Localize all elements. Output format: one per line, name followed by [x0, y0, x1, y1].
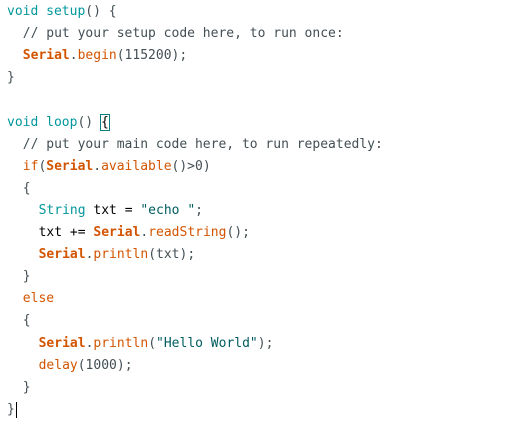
code-line[interactable]: txt += Serial.readString();: [7, 224, 250, 242]
code-line[interactable]: String txt = "echo ";: [7, 202, 203, 220]
code-token: txt =: [85, 203, 141, 218]
code-token: begin: [77, 48, 117, 63]
code-token: Serial: [93, 225, 141, 240]
code-token: }: [7, 70, 15, 85]
code-token: Serial: [46, 159, 94, 174]
code-token: "Hello World": [156, 336, 258, 351]
code-line[interactable]: if(Serial.available()>0): [7, 158, 211, 176]
code-token: // put your main code here, to run repea…: [22, 137, 383, 152]
code-line[interactable]: void setup() {: [7, 3, 117, 21]
code-token: ()>0): [171, 159, 211, 174]
code-line[interactable]: Serial.println(txt);: [7, 246, 196, 264]
code-token: println: [93, 247, 149, 262]
code-line[interactable]: void loop() {: [7, 114, 110, 132]
code-token: }: [22, 380, 31, 395]
code-token: }: [7, 402, 15, 417]
code-line[interactable]: {: [7, 180, 31, 198]
code-line[interactable]: // put your setup code here, to run once…: [7, 25, 344, 43]
code-line[interactable]: {: [7, 312, 31, 330]
code-line[interactable]: }: [7, 401, 17, 419]
code-token: println: [93, 336, 149, 351]
code-token: readString: [148, 225, 227, 240]
code-token: {: [22, 181, 31, 196]
code-token: ;: [195, 203, 203, 218]
code-line[interactable]: else: [7, 290, 54, 308]
code-token: String: [38, 203, 86, 218]
code-token: (: [148, 336, 157, 351]
code-token: {: [22, 313, 31, 328]
code-token: .: [85, 247, 94, 262]
code-token: () {: [85, 4, 117, 19]
code-line[interactable]: delay(1000);: [7, 357, 133, 375]
code-token: [38, 115, 46, 130]
code-token: if: [22, 159, 39, 174]
code-line[interactable]: }: [7, 379, 31, 397]
code-line[interactable]: }: [7, 69, 15, 87]
code-token: );: [257, 336, 274, 351]
code-token: else: [22, 291, 55, 306]
code-token: void: [7, 115, 39, 130]
code-token: .: [140, 225, 149, 240]
code-token: .: [85, 336, 94, 351]
code-token: }: [22, 269, 31, 284]
code-token: void: [7, 4, 39, 19]
code-token: txt +=: [38, 225, 94, 240]
code-token: loop: [46, 115, 78, 130]
code-token: (1000);: [77, 358, 133, 373]
code-token: ();: [226, 225, 250, 240]
code-line[interactable]: Serial.begin(115200);: [7, 47, 187, 65]
code-line[interactable]: // put your main code here, to run repea…: [7, 136, 383, 154]
code-token: (115200);: [116, 48, 188, 63]
code-token: setup: [46, 4, 86, 19]
code-token: Serial: [38, 247, 86, 262]
matched-brace: {: [99, 114, 110, 131]
code-token: delay: [38, 358, 78, 373]
code-token: .: [69, 48, 78, 63]
code-token: .: [93, 159, 102, 174]
text-caret: [15, 401, 17, 418]
code-token: Serial: [38, 336, 86, 351]
code-token: Serial: [22, 48, 70, 63]
code-token: "echo ": [140, 203, 196, 218]
code-token: (): [77, 115, 101, 130]
code-token: // put your setup code here, to run once…: [22, 26, 344, 41]
code-token: available: [101, 159, 172, 174]
code-line[interactable]: }: [7, 268, 31, 286]
code-token: (txt);: [148, 247, 196, 262]
code-line[interactable]: Serial.println("Hello World");: [7, 335, 274, 353]
code-token: [38, 4, 46, 19]
code-token: (: [38, 159, 47, 174]
